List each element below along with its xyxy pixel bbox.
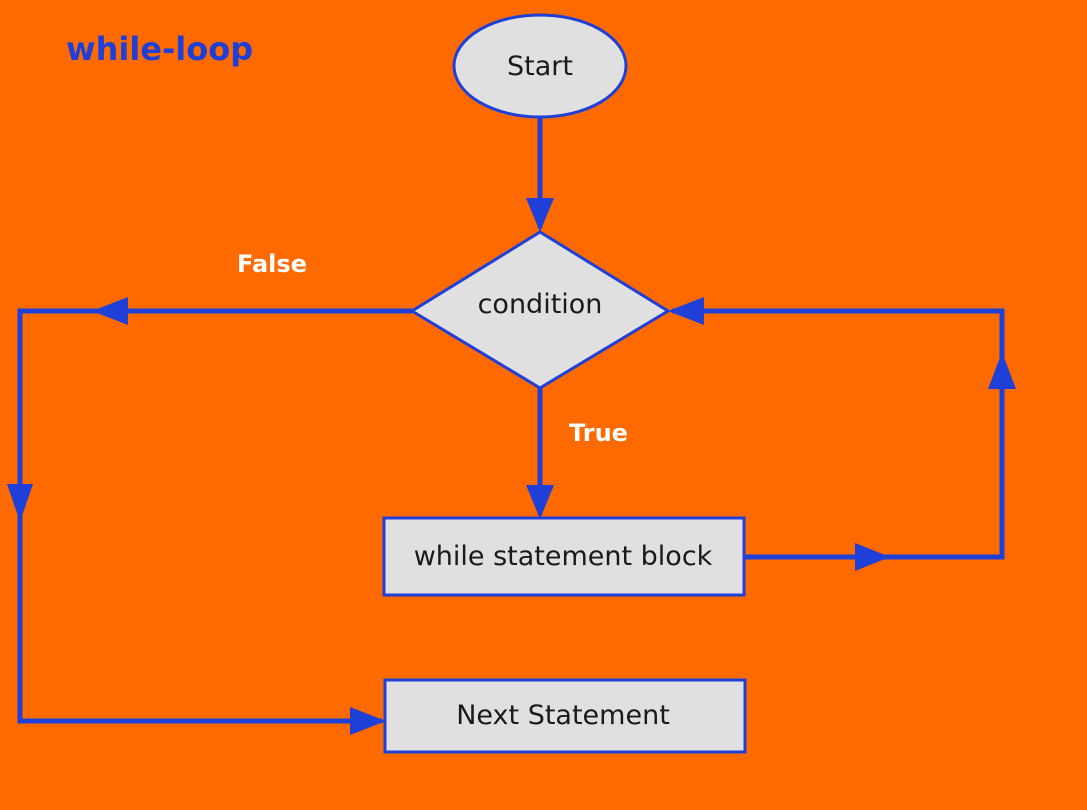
node-next-statement: Next Statement [383,678,747,754]
start-ellipse [452,13,628,119]
true-edge-label: True [569,419,628,447]
edge-false-path [17,308,412,724]
condition-label: condition [478,289,603,320]
while-block-label: while statement block [414,541,713,572]
node-while-block: while statement block [382,516,746,597]
diagram-title: while-loop [66,30,253,68]
arrowhead-loop-up [988,352,1016,389]
arrowhead-false-left [92,297,128,325]
arrowhead-false-down [7,484,33,522]
arrowhead-into-block [526,485,554,519]
condition-diamond [409,230,671,390]
next-statement-label: Next Statement [456,700,670,731]
start-label: Start [507,51,573,82]
node-condition: condition [409,230,671,390]
node-start: Start [452,13,628,119]
arrowhead-into-next [350,707,386,735]
false-edge-label: False [237,250,307,278]
next-statement-box [383,678,747,754]
arrowhead-into-condition [526,198,554,232]
arrowheads [7,198,1016,735]
while-block-box [382,516,746,597]
arrowhead-loop-right [855,543,890,571]
arrowhead-into-condition-right [668,297,704,325]
edges [17,117,1005,724]
